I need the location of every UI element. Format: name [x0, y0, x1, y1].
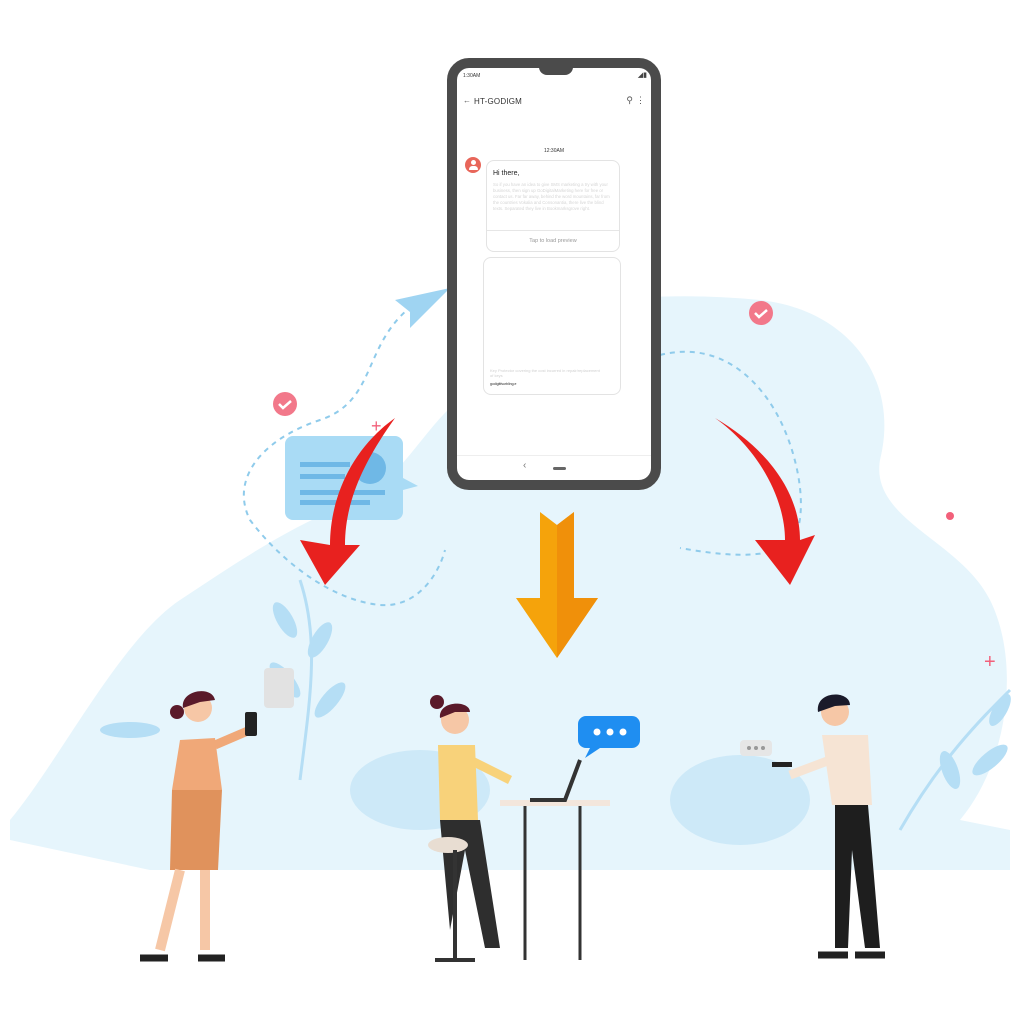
dashed-path-right	[659, 350, 802, 556]
orange-arrow-down	[516, 512, 598, 658]
conversation-header: ← HT-GODIGM ⚲ ⋮	[457, 95, 651, 112]
nav-home-button[interactable]	[553, 467, 566, 470]
check-badge-icon	[749, 301, 773, 325]
status-time: 1:30AM	[463, 73, 481, 79]
red-arrow-left	[300, 418, 395, 585]
load-preview-button[interactable]: Tap to load preview	[487, 230, 619, 251]
message-greeting: Hi there,	[493, 170, 520, 177]
dashed-path-left	[242, 299, 446, 607]
signal-battery-icon: ◢▮	[637, 72, 647, 79]
background-blob	[10, 296, 1010, 870]
sender-title: HT-GODIGM	[474, 97, 523, 106]
paper-plane-icon	[395, 288, 450, 328]
more-vert-icon[interactable]: ⋮	[636, 95, 645, 105]
phone-icon	[772, 762, 792, 767]
search-icon[interactable]: ⚲	[626, 95, 633, 105]
chat-bubble-icon	[578, 716, 640, 758]
nav-back-icon[interactable]: ‹	[523, 460, 527, 471]
link-description: Key Protector covering the cost incurred…	[490, 368, 600, 378]
back-arrow-icon[interactable]: ←	[463, 96, 471, 105]
link-preview-card[interactable]: Key Protector covering the cost incurred…	[483, 257, 621, 395]
plus-icon: +	[984, 651, 996, 673]
phone-mockup: 1:30AM ◢▮ ← HT-GODIGM ⚲ ⋮ 12:30AM Hi the…	[447, 58, 661, 490]
laptop-icon	[530, 759, 582, 802]
woman-at-laptop-figure	[428, 695, 640, 962]
red-arrow-right	[715, 418, 815, 585]
message-bubble: Hi there, So if you have an idea to give…	[486, 160, 620, 252]
phone-icon	[245, 712, 257, 736]
dot-decoration	[946, 512, 954, 520]
plus-icon: +	[371, 416, 382, 436]
message-body: So if you have an idea to give SMS marke…	[493, 182, 610, 211]
check-badge-icon	[273, 392, 297, 416]
typing-bubble-icon	[740, 740, 772, 756]
message-timestamp: 12:30AM	[543, 148, 564, 154]
nav-bar: ‹	[457, 455, 651, 480]
man-with-phone-figure	[740, 694, 885, 959]
woman-with-phone-figure	[140, 668, 294, 962]
link-url[interactable]: godigitfsurbling.e	[490, 382, 517, 386]
phone-notch	[539, 66, 573, 75]
sender-avatar-icon	[465, 157, 481, 173]
document-bubble-icon	[264, 668, 294, 708]
